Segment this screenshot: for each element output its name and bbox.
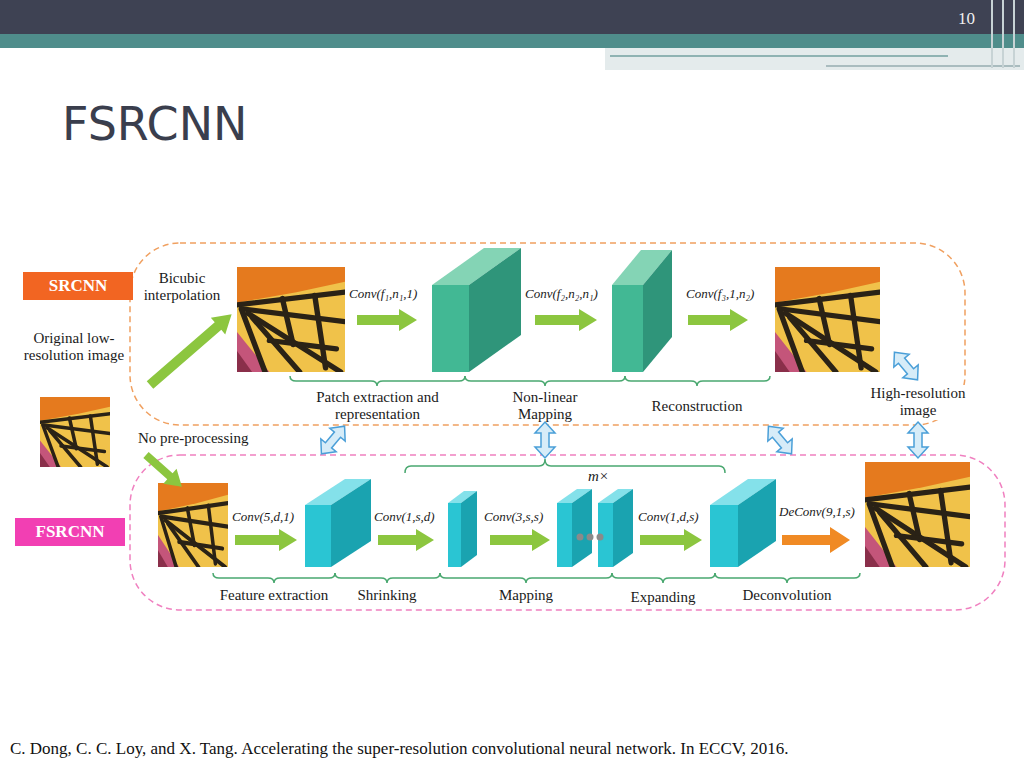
conv-arrow — [378, 529, 434, 551]
model-name: SRCNN — [49, 276, 108, 296]
stage-braces — [213, 376, 860, 583]
repeat-brace — [405, 459, 725, 473]
bicubic-image — [237, 267, 345, 372]
cube-front — [432, 285, 469, 372]
diagram-label: Mapping — [471, 587, 581, 604]
low-res-image — [40, 397, 110, 467]
header-line — [826, 65, 1020, 67]
header-bar-line — [1002, 0, 1004, 68]
fsrcnn-layer-cube — [557, 489, 592, 567]
model-tag: SRCNN — [23, 272, 133, 300]
cube-side — [738, 479, 776, 567]
brace — [715, 573, 860, 583]
diagram-label: Conv(1,d,s) — [638, 510, 699, 525]
header-stripe — [0, 34, 1024, 48]
double-arrow — [887, 346, 925, 386]
conv-arrow — [688, 309, 748, 331]
diagram-label: Conv(f₂,n₂,n₁) — [525, 287, 598, 302]
header-line — [610, 55, 948, 57]
diagram-label: Non-linear Mapping — [497, 389, 593, 424]
diagram-label: Reconstruction — [632, 398, 762, 415]
conv-arrow — [357, 309, 417, 331]
cube-side — [572, 489, 592, 567]
fsrcnn-input-image — [158, 483, 228, 567]
flow-arrows — [139, 306, 748, 551]
conv-arrow — [640, 529, 702, 551]
diagram-label: Deconvolution — [727, 587, 847, 604]
ellipsis-dot — [587, 534, 594, 541]
cube-front — [710, 505, 738, 567]
cube-side — [469, 248, 521, 372]
fsrcnn-layer-cube — [448, 491, 477, 567]
double-arrow — [761, 420, 799, 460]
header-panel — [605, 48, 1024, 70]
ellipsis-dot — [597, 534, 604, 541]
bicubic-arrow — [143, 306, 239, 393]
double-arrow — [908, 422, 928, 458]
diagram-label: Original low-resolution image — [20, 330, 128, 365]
citation-caption: C. Dong, C. C. Loy, and X. Tang. Acceler… — [10, 739, 789, 759]
slide-title: FSRCNN — [62, 98, 247, 151]
double-arrow — [314, 420, 352, 460]
model-tag: FSRCNN — [15, 518, 125, 546]
diagram-label: Bicubic interpolation — [130, 270, 234, 305]
conv-arrow — [535, 309, 597, 331]
srcnn-layer-cube — [612, 250, 672, 372]
cube-side — [461, 491, 477, 567]
fsrcnn-layer-cube — [710, 479, 776, 567]
diagram-label: Patch extraction and representation — [300, 389, 455, 424]
brace — [625, 376, 770, 386]
brace — [213, 573, 335, 583]
fsrcnn-layer-cube — [598, 489, 633, 567]
double-arrow — [535, 422, 555, 458]
diagram-label: Conv(f₃,1,n₂) — [686, 287, 754, 302]
cube-front — [612, 285, 643, 372]
header-bar-line — [991, 0, 993, 68]
diagram-label: Feature extraction — [199, 587, 349, 604]
cube-side — [331, 479, 371, 567]
conv-arrow — [235, 529, 297, 551]
diagram-label: Conv(f₁,n₁,1) — [349, 287, 417, 302]
srcnn-region — [130, 243, 965, 425]
brace — [612, 573, 715, 583]
header-bar — [0, 0, 1024, 34]
diagram-label: Conv(3,s,s) — [484, 510, 543, 525]
no-preprocessing-arrow — [139, 448, 188, 495]
brace — [335, 573, 440, 583]
fsrcnn-output-image — [865, 462, 970, 567]
fsrcnn-region — [130, 455, 1005, 610]
diagram-label: Conv(5,d,1) — [232, 510, 294, 525]
diagram-label: DeConv(9,1,s) — [779, 505, 855, 520]
diagram-label: 10 — [958, 9, 975, 29]
cube-side — [613, 489, 633, 567]
diagram-label: Expanding — [608, 589, 718, 606]
conv-arrow — [490, 529, 550, 551]
header-bar-line — [1013, 0, 1015, 68]
ellipsis-dot — [577, 534, 584, 541]
cube-side — [643, 250, 672, 372]
srcnn-output-image — [775, 267, 880, 372]
srcnn-layer-cube — [432, 248, 521, 372]
diagram-label: m× — [588, 468, 609, 485]
diagram-label: Shrinking — [340, 587, 434, 604]
cube-front — [448, 503, 461, 567]
deconv-arrow — [782, 527, 850, 553]
cube-front — [305, 505, 331, 567]
cube-front — [557, 503, 572, 567]
brace — [440, 573, 612, 583]
model-name: FSRCNN — [36, 522, 105, 542]
diagram-label: No pre-processing — [138, 430, 248, 447]
fsrcnn-layer-cube — [305, 479, 371, 567]
brace — [465, 376, 625, 386]
diagram-label: High-resolution image — [858, 385, 978, 420]
brace — [290, 376, 465, 386]
diagram-label: Conv(1,s,d) — [374, 510, 435, 525]
